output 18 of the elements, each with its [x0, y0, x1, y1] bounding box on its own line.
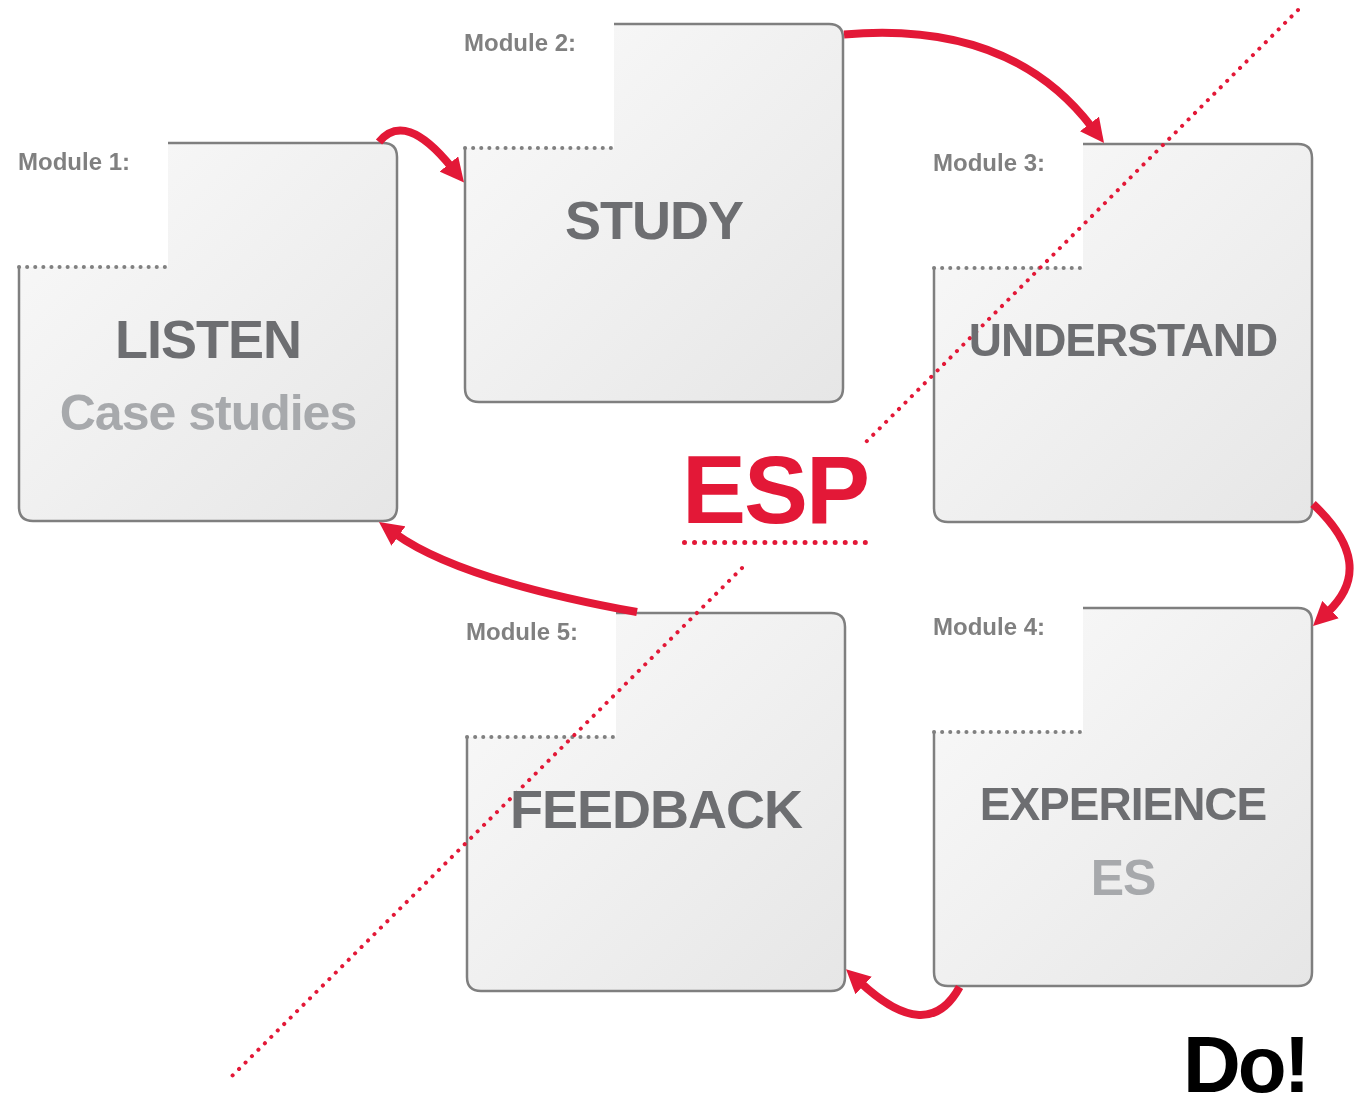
curved-arrow	[845, 969, 963, 1019]
module-title: FEEDBACK	[509, 778, 803, 841]
curved-arrow	[1310, 501, 1354, 627]
module-title: LISTEN	[114, 308, 302, 371]
module-title: EXPERIENCE	[978, 777, 1268, 832]
module-label: Module 3:	[933, 149, 1045, 177]
module-title: STUDY	[564, 189, 744, 252]
module-title: UNDERSTAND	[967, 313, 1279, 368]
center-label: ESP	[682, 440, 869, 545]
module-label: Module 1:	[18, 148, 130, 176]
module-label: Module 2:	[464, 29, 576, 57]
module-label: Module 5:	[466, 618, 578, 646]
slogan-text: Do!	[1183, 1024, 1308, 1106]
curved-arrow	[843, 28, 1105, 143]
module-subtitle: ES	[1089, 849, 1157, 908]
module-label: Module 4:	[933, 613, 1045, 641]
curved-arrow	[378, 522, 638, 616]
module-subtitle: Case studies	[58, 384, 358, 443]
